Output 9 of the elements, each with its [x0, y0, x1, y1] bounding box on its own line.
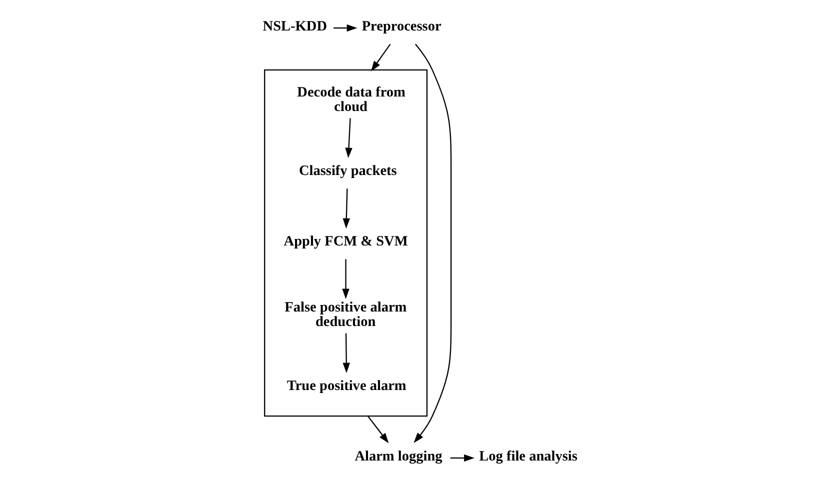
node-text: Decode data from cloud — [296, 84, 405, 115]
node-text: Classify packets — [298, 163, 396, 180]
node-text: True positive alarm — [286, 378, 406, 394]
node-text: Log file analysis — [478, 448, 577, 465]
node-text: Preprocessor — [361, 18, 441, 34]
node-text: NSL-KDD — [262, 18, 327, 34]
node-text: Apply FCM & SVM — [283, 234, 408, 250]
node-text: False positive alarm deduction — [284, 300, 406, 330]
node-text: Alarm logging — [354, 448, 442, 465]
